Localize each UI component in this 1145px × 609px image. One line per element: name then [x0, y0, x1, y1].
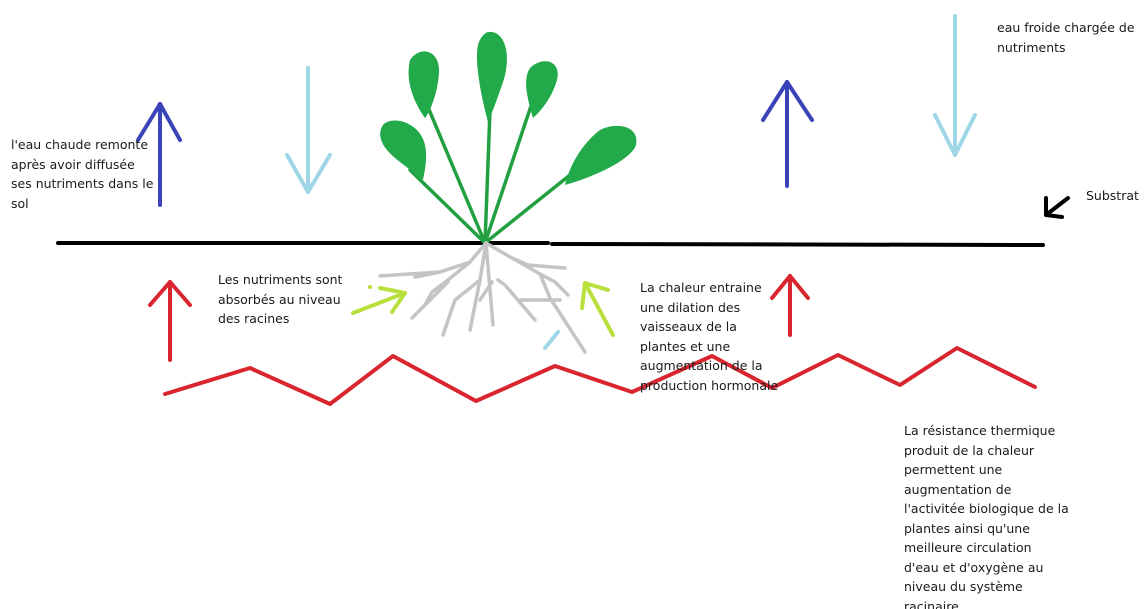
warm-water-arrow-right: [761, 80, 814, 188]
plant-leaves: [380, 31, 637, 185]
thermal-resistance-label: La résistance thermique produit de la ch…: [904, 423, 1069, 609]
heat-arrow-left: [148, 280, 192, 362]
roots: [378, 241, 587, 354]
root-tip: [543, 330, 560, 350]
heating-wire: [163, 346, 1037, 406]
leaf: [380, 120, 427, 180]
warm-water-arrow-left: [136, 102, 182, 207]
leaf: [565, 125, 637, 185]
substrate-pointer-arrow: [1044, 196, 1070, 219]
nutrients-absorbed-label: Les nutriments sont absorbés au niveau d…: [218, 272, 343, 326]
leaf: [526, 61, 558, 118]
heat-arrow-right: [770, 274, 810, 337]
cold-water-arrow-right: [933, 14, 977, 157]
heat-dilation-label: La chaleur entraine une dilation des vai…: [640, 280, 779, 393]
cold-water-arrow-left: [285, 66, 332, 194]
nutrient-arrow-right: [580, 281, 615, 337]
leaf: [408, 51, 440, 119]
nutrient-arrow-left: [351, 285, 407, 315]
substrate-label: Substrat: [1086, 188, 1139, 203]
substrate-line: [56, 241, 1045, 247]
plant-stems: [408, 98, 572, 245]
warm-water-label: l'eau chaude remonte après avoir diffusé…: [11, 137, 154, 211]
cold-water-label: eau froide chargée de nutriments: [997, 20, 1135, 55]
leaf: [476, 31, 507, 122]
